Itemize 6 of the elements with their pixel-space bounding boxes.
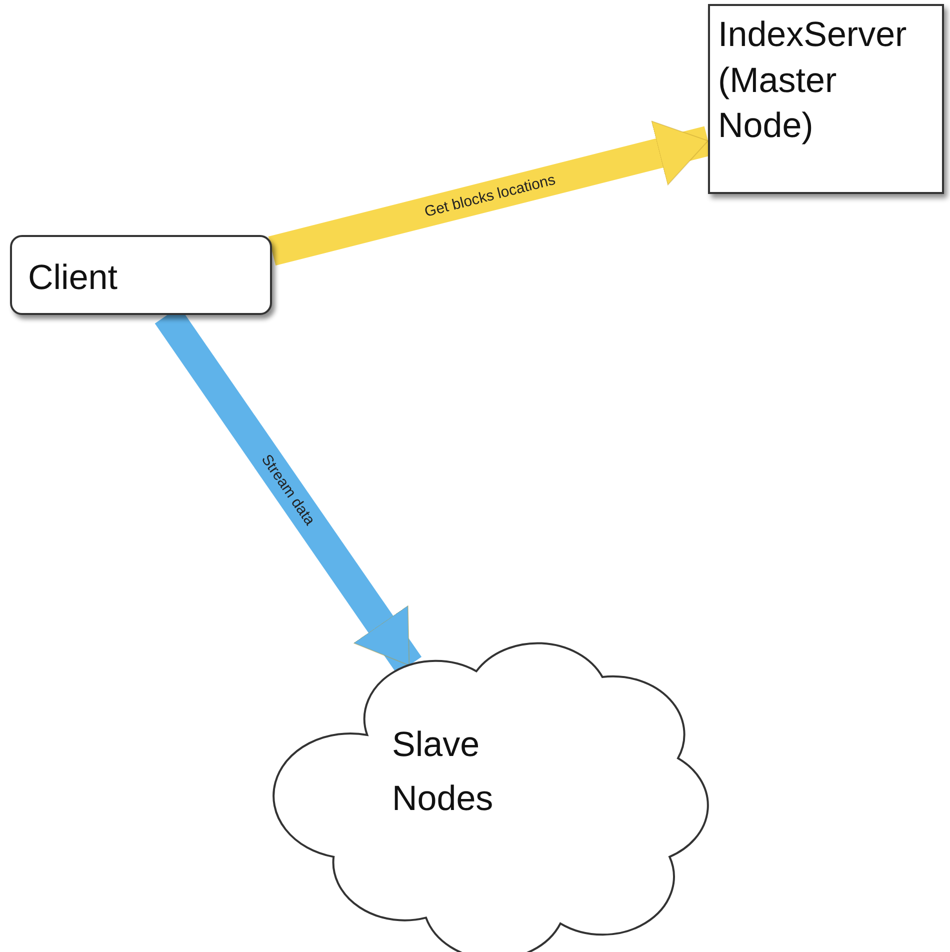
node-label: Client	[28, 257, 118, 299]
edge-label: Get blocks locations	[422, 171, 558, 221]
node-label: IndexServer (Master Node)	[718, 14, 908, 147]
node-label: Slave Nodes	[392, 724, 494, 820]
process-box	[10, 235, 272, 315]
process-box	[708, 4, 944, 194]
